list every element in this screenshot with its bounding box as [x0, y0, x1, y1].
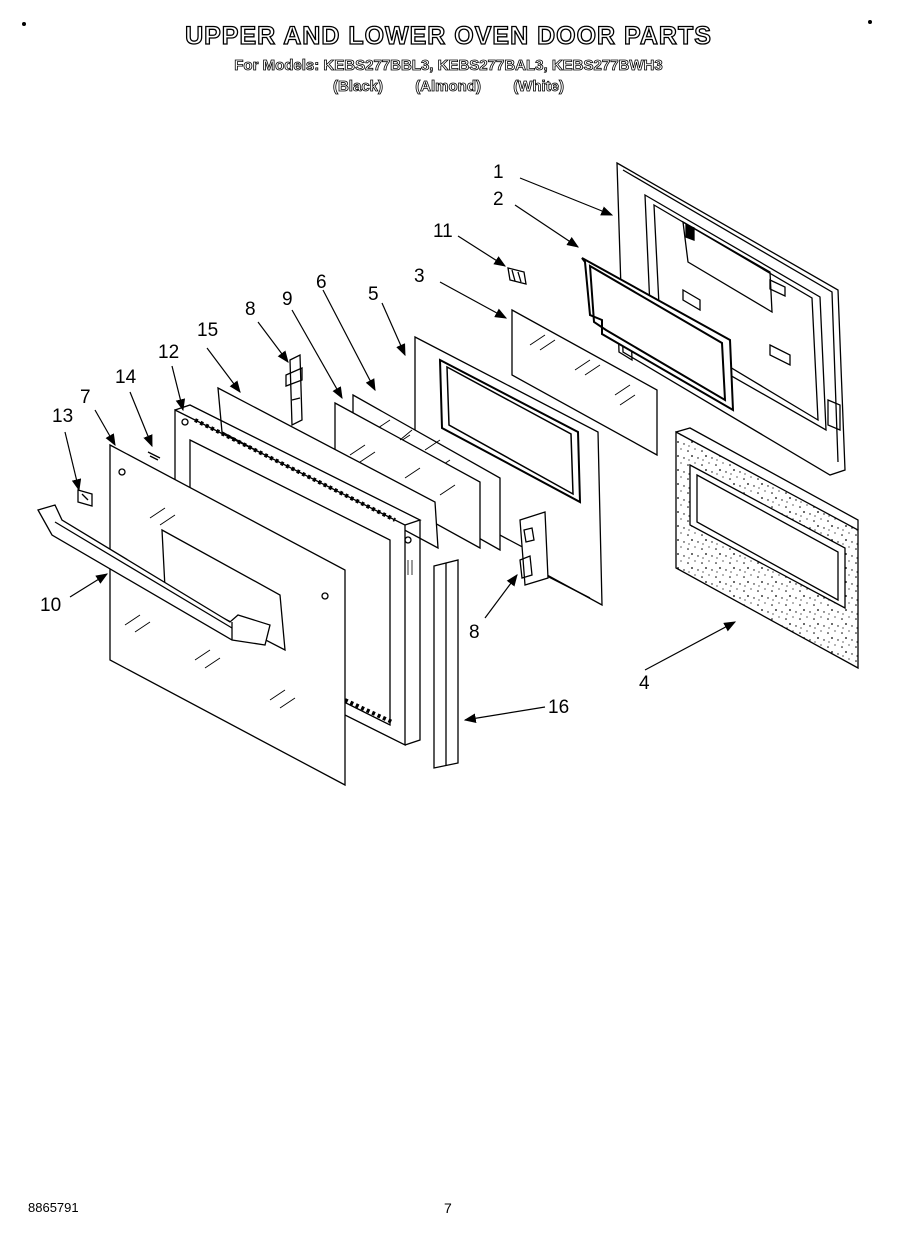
callout-13: 13 [52, 406, 73, 427]
callout-6: 6 [316, 272, 327, 293]
part-9-glass [334, 401, 481, 550]
callout-labels: 1 2 11 3 5 6 9 8 15 12 14 7 13 10 8 4 16 [40, 162, 650, 718]
corner-mark-left [22, 22, 26, 26]
part-2-window-frame [581, 257, 735, 412]
callout-10: 10 [40, 595, 61, 616]
part-1-inner-door-liner [616, 161, 846, 476]
document-number: 8865791 [28, 1200, 79, 1215]
part-4-insulation [675, 427, 859, 670]
models-line: For Models: KEBS277BBL3, KEBS277BAL3, KE… [234, 57, 663, 75]
part-16-side-trim [433, 559, 459, 769]
callout-4: 4 [639, 673, 650, 694]
corner-mark-right [868, 20, 872, 24]
part-8-hinge-right [519, 511, 549, 586]
callout-2: 2 [493, 189, 504, 210]
leader-lines [64, 177, 737, 724]
page-number: 7 [444, 1200, 452, 1216]
finish-white: (White) [513, 78, 565, 96]
part-3-inner-glass [511, 308, 658, 457]
page-title: UPPER AND LOWER OVEN DOOR PARTS [184, 21, 712, 50]
callout-8-left: 8 [245, 299, 256, 320]
part-11-clip [507, 267, 527, 285]
callout-7: 7 [80, 387, 91, 408]
part-8-hinge-left [285, 353, 303, 427]
callout-1: 1 [493, 162, 504, 183]
finishes-line: (Black) (Almond) (White) [0, 78, 897, 96]
finish-almond: (Almond) [415, 78, 482, 96]
callout-9: 9 [282, 289, 293, 310]
callout-11: 11 [433, 221, 453, 242]
callout-8-right: 8 [469, 622, 480, 643]
callout-5: 5 [368, 284, 379, 305]
callout-12: 12 [158, 342, 179, 363]
header: UPPER AND LOWER OVEN DOOR PARTS For Mode… [0, 21, 897, 96]
callout-15: 15 [197, 320, 218, 341]
part-10-handle [37, 504, 271, 646]
part-14-screw [147, 451, 161, 461]
finish-black: (Black) [332, 78, 384, 96]
callout-3: 3 [414, 266, 425, 287]
part-15-glass-pack [217, 386, 439, 550]
part-13-end-cap [77, 489, 93, 507]
callout-16: 16 [548, 697, 569, 718]
part-7-outer-glass [109, 443, 346, 787]
callout-14: 14 [115, 367, 137, 388]
